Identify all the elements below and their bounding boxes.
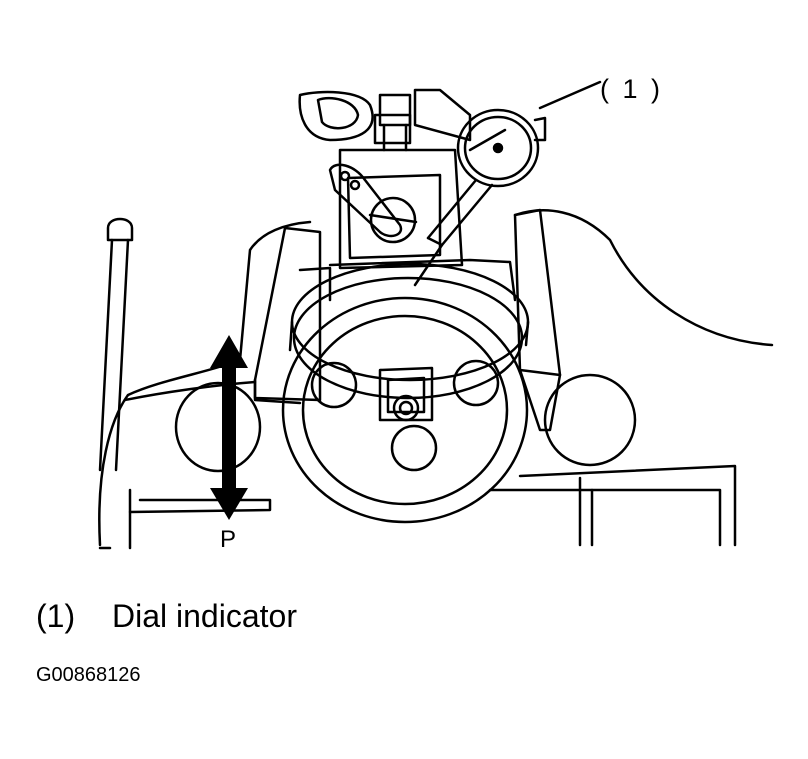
legend-item: (1) Dial indicator — [36, 598, 297, 635]
direction-arrow-P — [210, 335, 248, 520]
figure-id: G00868126 — [36, 664, 141, 686]
dial-indicator — [413, 80, 602, 287]
pump-housing — [298, 88, 517, 302]
direction-label: P — [220, 526, 237, 553]
callout-number-1: ( 1 ) — [600, 74, 664, 104]
pulley-dial-indicator-illustration — [98, 80, 774, 550]
mounting-bracket — [174, 208, 637, 473]
engine-block-outline — [98, 209, 774, 550]
dipstick — [98, 217, 134, 472]
legend-text: Dial indicator — [112, 598, 297, 634]
legend-number: (1) — [36, 598, 76, 634]
pulley — [281, 262, 530, 524]
